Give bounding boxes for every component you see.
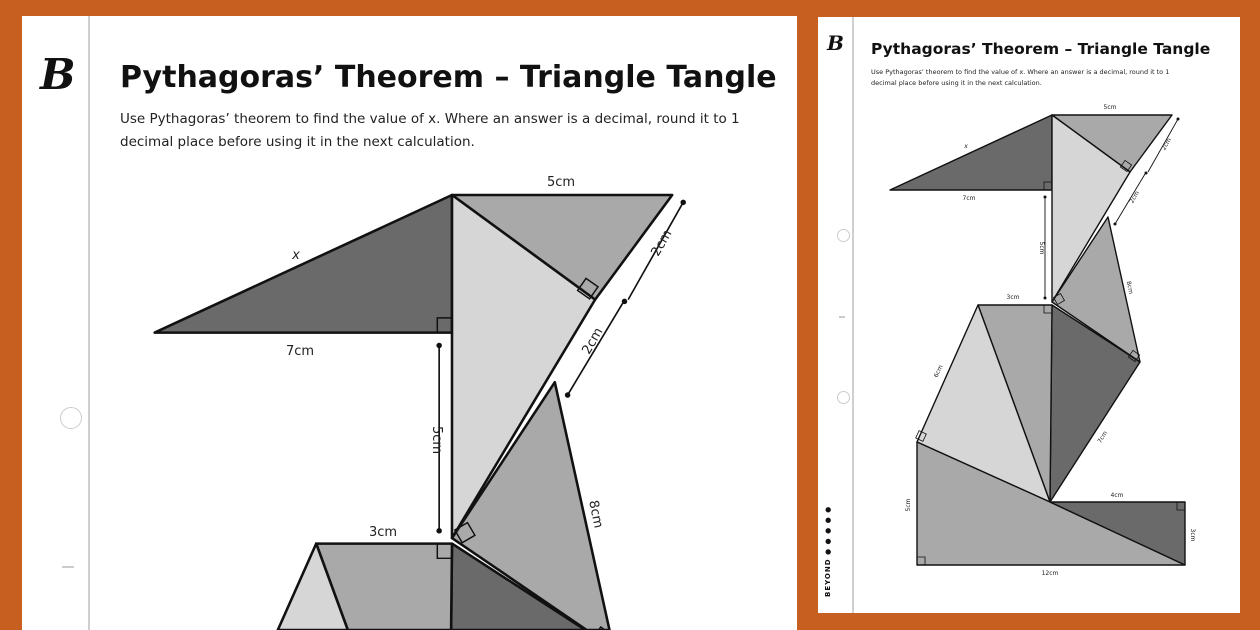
arrow-end-dot: [1176, 117, 1180, 121]
triangle-light-tall: [1051, 114, 1131, 303]
label-8cm: 8cm: [585, 499, 606, 530]
beyond-logo: B: [40, 50, 76, 99]
punch-mark: [839, 316, 845, 318]
triangle-8cm: [1051, 216, 1141, 363]
diagram-full: [889, 114, 1186, 566]
punch-hole: [60, 407, 82, 429]
triangle-x: [889, 114, 1053, 191]
right-angle-marker: [453, 521, 476, 544]
right-angle-marker: [1043, 304, 1053, 314]
beyond-logo: B: [827, 31, 844, 55]
label-6cm: 6cm: [933, 364, 945, 379]
right-angle-marker: [1052, 292, 1066, 306]
right-angle-marker: [916, 556, 926, 566]
right-angle-marker: [436, 317, 453, 334]
arrow-end-dot: [436, 528, 442, 534]
label-3cm-right: 3cm: [1189, 529, 1196, 542]
right-angle-marker: [1043, 181, 1053, 191]
label-3cm-top: 3cm: [369, 525, 397, 540]
label-4cm: 4cm: [1111, 492, 1124, 499]
label-2cm-a: 2cm: [1160, 137, 1173, 152]
margin-line: [852, 17, 854, 613]
measure-arrow: [1147, 118, 1179, 173]
diagram-zoomed: [153, 193, 686, 630]
label-2cm-b: 2cm: [1128, 190, 1141, 205]
arrow-end-dot: [621, 298, 628, 305]
punch-hole: [837, 391, 850, 404]
label-2cm-a: 2cm: [648, 227, 675, 259]
right-angle-marker: [597, 625, 607, 630]
triangle-4cm: [1049, 501, 1186, 566]
label-x: x: [291, 248, 300, 263]
worksheet-preview-zoomed: B Pythagoras’ Theorem – Triangle Tangle …: [22, 16, 797, 630]
instructions-line-2: decimal place before using it in the nex…: [120, 134, 475, 150]
label-7cm-top: 7cm: [286, 344, 314, 359]
punch-mark: [62, 566, 74, 568]
arrow-end-dot: [1144, 171, 1148, 175]
label-5cm-vertical: 5cm: [1038, 242, 1045, 255]
margin-line: [88, 16, 90, 630]
label-5cm-left: 5cm: [905, 498, 912, 511]
label-top-5cm: 5cm: [547, 175, 575, 190]
label-7cm-top: 7cm: [963, 195, 976, 202]
worksheet-title: Pythagoras’ Theorem – Triangle Tangle: [871, 40, 1211, 58]
instructions-line-2: decimal place before using it in the nex…: [871, 79, 1042, 87]
label-2cm-b: 2cm: [579, 325, 606, 357]
arrow-end-dot: [564, 392, 571, 398]
arrow-end-dot: [680, 199, 686, 206]
right-angle-marker: [436, 542, 453, 560]
measure-arrow: [566, 302, 624, 396]
right-angle-marker: [576, 277, 600, 300]
triangle-6cm: [276, 542, 350, 630]
measure-arrow: [1114, 173, 1146, 225]
label-3cm-top: 3cm: [1007, 294, 1020, 301]
worksheet-title: Pythagoras’ Theorem – Triangle Tangle: [120, 60, 777, 95]
label-5cm-vertical: 5cm: [429, 426, 444, 454]
right-angle-marker: [915, 430, 927, 442]
triangle-light-tall: [450, 193, 597, 540]
punch-hole: [837, 229, 850, 242]
right-angle-marker: [1119, 159, 1133, 173]
arrow-end-dot: [1043, 296, 1047, 300]
label-8cm: 8cm: [1125, 281, 1135, 295]
arrow-end-dot: [436, 342, 442, 349]
label-top-5cm: 5cm: [1104, 104, 1117, 111]
triangle-x: [153, 193, 454, 334]
label-7cm-low: 7cm: [1096, 430, 1109, 445]
instructions-line-1: Use Pythagoras’ theorem to find the valu…: [120, 111, 740, 127]
label-x: x: [963, 143, 968, 150]
measure-arrow: [627, 201, 684, 301]
right-angle-marker: [1176, 501, 1186, 511]
instructions-line-1: Use Pythagoras’ theorem to find the valu…: [871, 68, 1170, 76]
arrow-end-dot: [1113, 222, 1117, 226]
arrow-end-dot: [1043, 195, 1047, 199]
label-12cm: 12cm: [1042, 570, 1059, 577]
triangle-8cm: [450, 380, 611, 630]
right-angle-marker: [1127, 349, 1141, 363]
